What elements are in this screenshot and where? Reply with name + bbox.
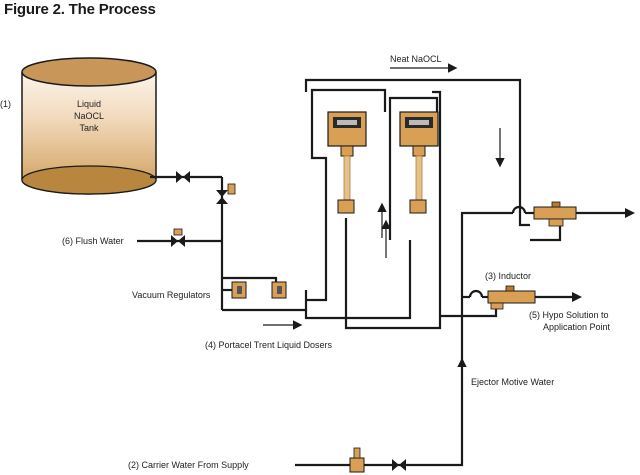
tank-label-line1: Liquid (77, 99, 101, 109)
tank-label-line3: Tank (79, 123, 99, 133)
outlet-arrow-upper (625, 208, 635, 218)
outlet-arrow-lower (572, 292, 582, 302)
inductor-upper (533, 201, 577, 227)
carrier-water-label: (2) Carrier Water From Supply (128, 460, 249, 470)
carrier-strainer (349, 447, 365, 473)
vacuum-regulators-label: Vacuum Regulators (132, 290, 211, 300)
flush-water-valve (171, 228, 185, 247)
vacuum-regulator-1 (231, 281, 247, 299)
inductor-lower (487, 285, 536, 310)
tank-label-line2: NaOCL (74, 111, 104, 121)
vacuum-regulator-2 (271, 281, 287, 299)
dosers-label: (4) Portacel Trent Liquid Dosers (205, 340, 333, 350)
pipework (137, 78, 625, 467)
flush-water-label: (6) Flush Water (62, 236, 124, 246)
tank-number: (1) (0, 99, 11, 109)
ejector-motive-water-label: Ejector Motive Water (471, 377, 554, 387)
inductor-label: (3) Inductor (485, 271, 531, 281)
hypo-solution-label-1: (5) Hypo Solution to (529, 310, 609, 320)
hypo-solution-label-2: Application Point (543, 322, 611, 332)
tank-outlet-valve (176, 171, 190, 183)
doser-1 (327, 111, 367, 214)
vertical-check-valve (216, 183, 236, 204)
neat-naocl-label: Neat NaOCL (390, 54, 442, 64)
carrier-valve (392, 459, 406, 471)
naocl-tank: Liquid NaOCL Tank (21, 57, 157, 195)
figure-title: Figure 2. The Process (4, 1, 156, 18)
doser-2 (399, 111, 439, 214)
